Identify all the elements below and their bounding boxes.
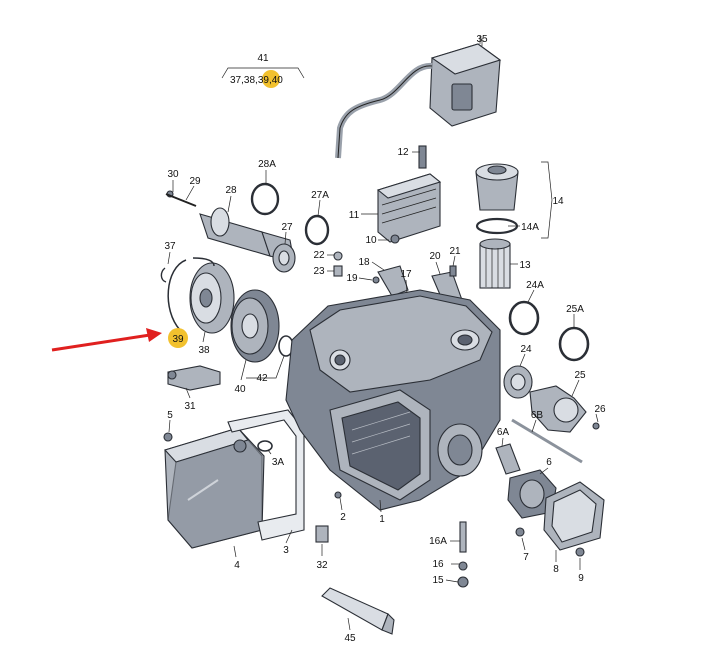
callout-39: 39: [172, 334, 184, 345]
part-27a-seal-ring: [304, 214, 330, 246]
callout-14: 14: [552, 196, 564, 207]
part-25a-seal-ring: [558, 326, 590, 362]
callout-5: 5: [167, 410, 173, 421]
callout-16a: 16A: [429, 536, 447, 547]
callout-11: 11: [349, 210, 360, 221]
leader-lines: [167, 38, 599, 631]
callout-37: 37: [164, 241, 176, 252]
callout-13: 13: [519, 260, 531, 271]
group-members-highlight: 39: [258, 75, 270, 86]
callout-2: 2: [340, 512, 346, 523]
callout-12: 12: [397, 147, 409, 158]
callout-7: 7: [523, 552, 529, 563]
part-6b-rod: [511, 418, 583, 464]
callout-22: 22: [313, 250, 325, 261]
highlight-marker-39-header: [262, 70, 280, 88]
callout-3a: 3A: [272, 457, 285, 468]
callout-8: 8: [553, 564, 559, 575]
callout-28: 28: [225, 185, 237, 196]
callout-16: 16: [432, 559, 444, 570]
callout-31: 31: [184, 401, 196, 412]
callout-6: 6: [546, 457, 552, 468]
part-1-transmission-housing: [285, 289, 501, 511]
group-bracket: [221, 67, 305, 79]
callout-35: 35: [476, 34, 488, 45]
callout-4: 4: [234, 560, 240, 571]
group-members-suffix: ,40: [269, 75, 283, 86]
part-25-flange: [529, 385, 600, 433]
callout-18: 18: [358, 257, 370, 268]
part-28a-seal-ring: [250, 182, 280, 216]
callout-27: 27: [281, 222, 293, 233]
part-39-circlip: [167, 257, 215, 331]
callout-10: 10: [365, 235, 377, 246]
lower-bolts: [315, 491, 469, 588]
part-11-oil-cooler: [376, 145, 442, 244]
callout-32: 32: [316, 560, 328, 571]
part-35-breather: [335, 36, 502, 159]
callout-15: 15: [432, 575, 444, 586]
part-24a-seal-ring: [508, 300, 540, 336]
part-6a-bracket: [495, 443, 521, 475]
callout-24: 24: [520, 344, 532, 355]
callout-3: 3: [283, 545, 289, 556]
part-3a-o-ring: [257, 440, 273, 452]
part-24-seal: [503, 365, 533, 399]
callout-28a: 28A: [258, 159, 276, 170]
callout-23: 23: [313, 266, 325, 277]
callout-14a: 14A: [521, 222, 539, 233]
callout-1: 1: [379, 514, 385, 525]
callout-24a: 24A: [526, 280, 544, 291]
callout-27a: 27A: [311, 190, 329, 201]
callout-21: 21: [449, 246, 461, 257]
callout-9: 9: [578, 573, 584, 584]
part-37-snap-ring: [160, 267, 167, 283]
part-45-sealant-tube: [321, 587, 395, 635]
callout-6a: 6A: [497, 427, 510, 438]
callout-25: 25: [574, 370, 586, 381]
part-38-clutch-disc: [189, 262, 235, 334]
part-27-seal: [272, 243, 296, 273]
callout-labels: 35 12 14 11 14A 10 30 29 28 28A 27A 27 2…: [164, 34, 606, 644]
callout-26: 26: [594, 404, 606, 415]
callout-29: 29: [189, 176, 201, 187]
part-40-clutch-drum: [230, 289, 294, 363]
callout-17: 17: [400, 269, 412, 280]
callout-38: 38: [198, 345, 210, 356]
callout-20: 20: [429, 251, 441, 262]
part-13-oil-filter: [479, 238, 511, 289]
highlight-marker-39: [168, 328, 188, 348]
group-members-text: 37,38,39,40: [230, 75, 283, 86]
part-5-bolt: [163, 432, 173, 442]
part-31-sensor: [167, 365, 221, 391]
part-4-cover: [164, 427, 265, 549]
callout-6b: 6B: [531, 410, 544, 421]
part-6-solenoid: [507, 469, 557, 519]
callout-40: 40: [234, 384, 246, 395]
group-header-41: 41 37,38,39,40: [221, 53, 305, 88]
part-8-side-cover: [515, 481, 605, 557]
group-number-41: 41: [257, 53, 269, 64]
callout-30: 30: [167, 169, 179, 180]
part-14-filter-housing: [475, 163, 519, 235]
callout-42: 42: [256, 373, 268, 384]
callout-19: 19: [346, 273, 358, 284]
group-members-prefix: 37,38,: [230, 75, 258, 86]
callout-25a: 25A: [566, 304, 584, 315]
callout-45: 45: [344, 633, 356, 644]
red-pointer-arrow: [51, 328, 162, 352]
